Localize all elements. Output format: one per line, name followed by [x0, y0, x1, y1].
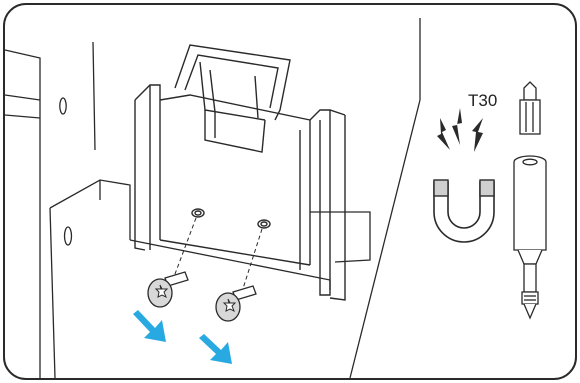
remove-arrow-icon	[199, 334, 232, 364]
torx-bit-icon	[520, 82, 540, 134]
remove-arrow-icon	[133, 310, 166, 342]
screw-icon	[216, 286, 256, 321]
right-wall-panel	[350, 18, 420, 378]
screw-icon	[148, 272, 188, 307]
socket-extension-icon	[514, 156, 546, 318]
magnet-icon	[434, 180, 494, 242]
bit-size-label: T30	[468, 91, 497, 110]
magnetic-field-icon	[437, 108, 483, 152]
